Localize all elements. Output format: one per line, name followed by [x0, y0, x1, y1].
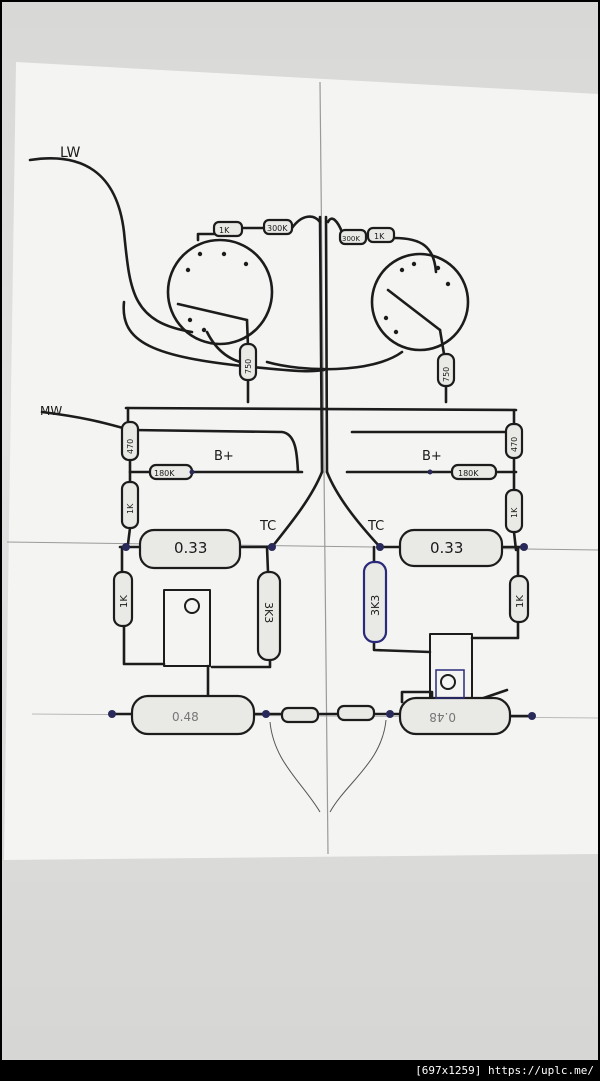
- value-r-3k3-left: 3K3: [262, 602, 275, 623]
- value-r-3k3-right: 3K3: [369, 595, 382, 616]
- value-r-470-right: 470: [510, 437, 519, 452]
- value-r-1k-low-left: 1K: [119, 595, 130, 608]
- output-lead-left: [269, 721, 321, 813]
- paper-sheet: [4, 62, 598, 860]
- annotations: LW MW B+ B+ TC TC 1K 300K 300K 1K 750 75…: [40, 145, 526, 724]
- label-bplus-right: B+: [422, 449, 442, 464]
- image-host-watermark: [697x1259] https://uplc.me/: [411, 1062, 598, 1079]
- value-r-top-left-2: 300K: [267, 224, 288, 233]
- label-mw: MW: [40, 404, 62, 418]
- value-cap-048-right: 0.48: [429, 710, 456, 724]
- center-fold-line: [319, 81, 329, 855]
- schematic-drawing: LW MW B+ B+ TC TC 1K 300K 300K 1K 750 75…: [4, 62, 598, 860]
- value-r-top-left-1: 1K: [219, 226, 230, 235]
- label-bplus-left: B+: [214, 449, 234, 464]
- junction-dots: [108, 469, 536, 720]
- value-cap-033-left: 0.33: [174, 539, 207, 557]
- transistor-right: [440, 674, 456, 690]
- value-r-470-left: 470: [126, 439, 135, 454]
- transistor-left: [184, 598, 200, 614]
- value-r-pot-left: 750: [244, 359, 253, 374]
- output-lead-right: [329, 719, 387, 813]
- wires: [28, 157, 534, 718]
- value-r-top-right-2: 1K: [374, 232, 385, 241]
- value-r-top-right-1: 300K: [342, 235, 360, 243]
- value-r-1k-low-right: 1K: [515, 595, 526, 608]
- value-r-1k-mid-left: 1K: [126, 503, 135, 514]
- value-cap-048-left: 0.48: [172, 710, 199, 724]
- value-r-1k-mid-right: 1K: [510, 507, 519, 518]
- label-tc-right: TC: [367, 519, 384, 534]
- transistor-right-outline: [435, 669, 465, 699]
- switch-contacts: [185, 251, 451, 335]
- component-bodies: [112, 218, 530, 736]
- label-lw: LW: [60, 145, 81, 161]
- value-r-180-left: 180K: [154, 469, 175, 478]
- value-cap-033-right: 0.33: [430, 539, 463, 557]
- value-r-pot-right: 750: [442, 367, 451, 382]
- label-tc-left: TC: [259, 519, 276, 534]
- value-r-180-right: 180K: [458, 469, 479, 478]
- photo-frame: LW MW B+ B+ TC TC 1K 300K 300K 1K 750 75…: [2, 2, 598, 1060]
